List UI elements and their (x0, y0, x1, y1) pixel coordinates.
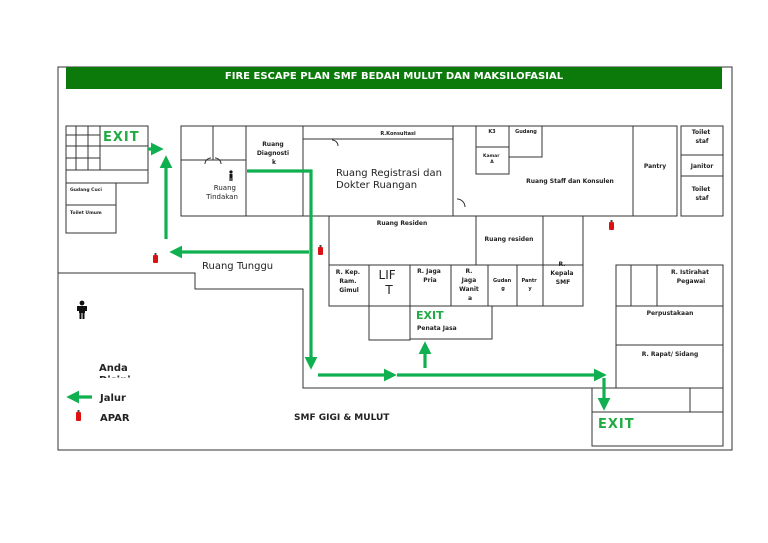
exit-label-left: EXIT (103, 130, 140, 145)
k3-label: K3 (488, 129, 496, 135)
corridor-outline (58, 272, 592, 389)
toilet-staf-2-label: Toilet staf (692, 186, 713, 202)
janitor-label: Janitor (690, 163, 714, 170)
gudang-top-label: Gudang (515, 129, 537, 135)
pantry-label: Pantry (644, 163, 666, 170)
exit-label-center: EXIT (416, 309, 444, 322)
r-konsultasi-label: R.Konsultasi (380, 131, 416, 137)
legend-anda-label: Anda Disini (99, 363, 131, 386)
legend-extinguisher-icon (76, 410, 81, 421)
extinguisher-icon (153, 253, 158, 263)
toilet-umum-label: Toilet Umum (70, 210, 102, 216)
exit-label-right: EXIT (598, 417, 635, 432)
penata-jasa-label: Penata Jasa (417, 325, 457, 332)
legend-apar-label: APAR (100, 413, 130, 424)
toilet-staf-1-label: Toilet staf (692, 129, 713, 145)
kamar-a-label: Kamar A (483, 153, 501, 165)
you-are-here-icon (77, 300, 87, 319)
extinguisher-icon (318, 245, 323, 255)
evacuation-routes (148, 142, 611, 411)
outer-frame (57, 66, 733, 451)
page-title: FIRE ESCAPE PLAN SMF BEDAH MULUT DAN MAK… (225, 71, 564, 82)
jaga-wanita-label: R. Jaga Wanit a (459, 268, 481, 302)
staff-konsulen-label: Ruang Staff dan Konsulen (526, 178, 614, 185)
person-icon-room (229, 170, 233, 181)
ruang-diagnostik-label: Ruang Diagnosti k (257, 141, 291, 166)
lift-label: LIF T (379, 268, 400, 297)
pantry-small-label: Pantr y (521, 278, 538, 292)
ruang-residen-label: Ruang Residen (377, 220, 428, 227)
kep-ram-gimul-label: R. Kep. Ram. Gimul (336, 269, 362, 294)
jaga-pria-label: R. Jaga Pria (417, 268, 443, 284)
resident-block-walls (328, 215, 584, 341)
ruang-residen-2-label: Ruang residen (485, 236, 534, 243)
gudang-cuci-label: Gudang Cuci (70, 187, 102, 193)
extinguisher-icon (609, 220, 614, 230)
route-upper-corridor (247, 169, 318, 370)
title-bar (66, 67, 722, 89)
ruang-tindakan-label: Ruang Tindakan (205, 184, 238, 201)
rapat-label: R. Rapat/ Sidang (642, 351, 699, 358)
registrasi-label: Ruang Registrasi dan Dokter Ruangan (336, 168, 445, 191)
kepala-smf-label: R. Kepala SMF (550, 261, 575, 286)
perpustakaan-label: Perpustakaan (647, 310, 694, 317)
stair-block (65, 125, 149, 234)
legend-jalur-label: Jalur (99, 393, 126, 404)
ruang-tunggu-label: Ruang Tunggu (202, 261, 273, 272)
istirahat-label: R. Istirahat Pegawai (671, 269, 711, 285)
smf-gigi-label: SMF GIGI & MULUT (294, 413, 390, 423)
right-block-walls (591, 264, 724, 447)
gudang-bottom-label: Gudan g (493, 278, 513, 292)
